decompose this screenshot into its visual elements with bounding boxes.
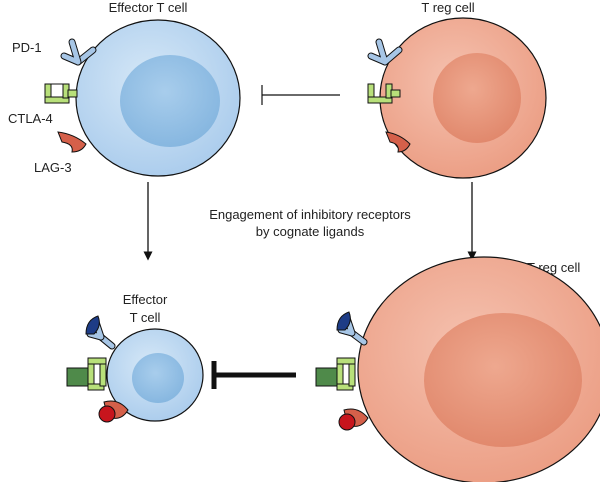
- lag3-receptor-icon: [57, 131, 87, 153]
- treg-nucleus-top: [433, 53, 521, 143]
- ctla4-label: CTLA-4: [8, 111, 53, 126]
- effector-cell-bottom: [106, 328, 204, 422]
- inhibition-line-bottom: [211, 361, 296, 389]
- ctla4-receptor-icon: [44, 83, 78, 104]
- lag3-receptor-bound-icon: [338, 408, 369, 431]
- ctla4-receptor-icon: [367, 83, 401, 104]
- ctla4-receptor-bound-icon: [66, 357, 107, 391]
- lag3-receptor-bound-icon: [98, 400, 129, 423]
- pd1-receptor-bound-icon: [85, 315, 116, 350]
- treg-cell-top-label: T reg cell: [421, 0, 474, 15]
- pd1-receptor-icon: [367, 38, 403, 66]
- effector-cell-bottom-label-line2: T cell: [130, 310, 161, 325]
- pd1-label: PD-1: [12, 40, 42, 55]
- pd1-receptor-icon: [60, 38, 97, 66]
- effector-nucleus-bottom: [132, 353, 184, 403]
- treg-cell-bottom: [357, 256, 600, 482]
- engagement-text-line1: Engagement of inhibitory receptors: [209, 207, 411, 222]
- effector-cell-bottom-label-line1: Effector: [123, 292, 168, 307]
- effector-nucleus-top: [120, 55, 220, 147]
- inhibition-line-top: [261, 85, 340, 105]
- pd1-receptor-bound-icon: [336, 311, 368, 346]
- engagement-text-line2: by cognate ligands: [256, 224, 365, 239]
- treg-nucleus-bottom: [424, 313, 582, 447]
- lag3-receptor-icon: [385, 131, 411, 153]
- treg-cell-top: [379, 17, 547, 179]
- effector-cell-top-label: Effector T cell: [109, 0, 188, 15]
- lag3-label: LAG-3: [34, 160, 72, 175]
- effector-cell-top: [75, 19, 241, 177]
- ctla4-receptor-bound-icon: [315, 357, 356, 391]
